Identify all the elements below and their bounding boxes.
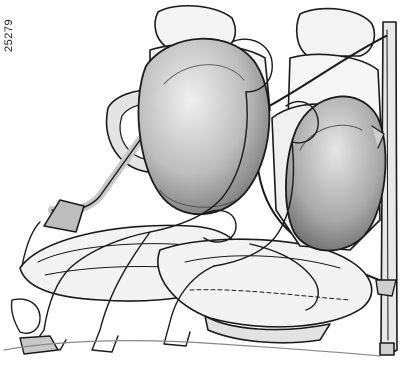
driver-airbag <box>138 39 269 215</box>
side-airbag <box>286 96 386 250</box>
